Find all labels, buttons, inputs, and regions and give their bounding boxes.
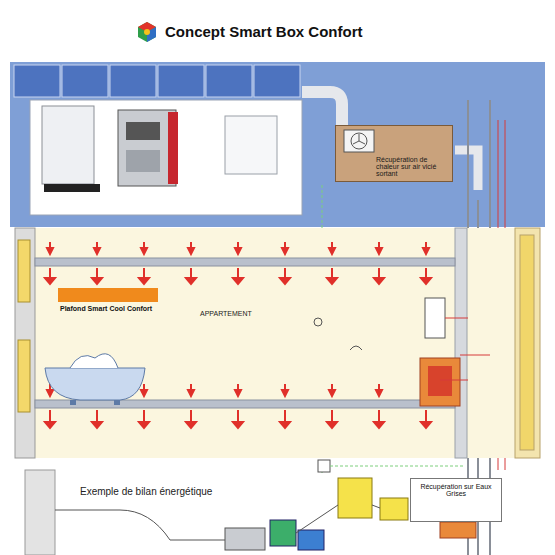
heat-arrow <box>327 268 337 284</box>
heat-arrow <box>92 268 102 284</box>
fan-icon <box>342 128 382 156</box>
node-text: Récupération sur Eaux Grises <box>415 483 497 497</box>
air-duct <box>302 92 342 128</box>
caption-label: Exemple de bilan énergétique <box>80 486 212 497</box>
heat-arrow <box>282 242 288 254</box>
apartment-floor <box>15 228 540 458</box>
ceiling-bars <box>35 258 455 408</box>
heat-arrow <box>94 242 100 254</box>
heat-arrow <box>376 384 382 396</box>
junction <box>318 460 330 472</box>
heat-arrow <box>376 242 382 254</box>
appliances <box>314 298 490 406</box>
heat-arrow <box>141 384 147 396</box>
solar-panels <box>14 65 300 97</box>
radiant-arrows <box>45 242 431 428</box>
heat-arrow <box>186 268 196 284</box>
heat-arrow <box>141 242 147 254</box>
equipment-panel <box>30 100 302 215</box>
heat-arrow <box>327 410 337 428</box>
heat-arrow <box>45 410 55 428</box>
heat-arrow <box>374 410 384 428</box>
air-duct <box>455 150 478 190</box>
heat-arrow <box>329 384 335 396</box>
bathtub <box>45 354 145 405</box>
heat-arrow <box>186 410 196 428</box>
heat-arrow <box>233 410 243 428</box>
node-text: Plafond Smart Cool Confort <box>60 305 156 312</box>
heat-arrow <box>235 384 241 396</box>
heat-arrow <box>329 242 335 254</box>
heat-arrow <box>45 268 55 284</box>
heat-arrow <box>139 410 149 428</box>
heat-arrow <box>421 268 431 284</box>
logo <box>138 22 156 42</box>
caption-label: APPARTEMENT <box>200 310 252 317</box>
heat-arrow <box>47 242 53 254</box>
heat-arrow <box>188 242 194 254</box>
heat-arrow <box>423 242 429 254</box>
heat-arrow <box>282 384 288 396</box>
walls <box>15 228 540 458</box>
energy-balance <box>25 470 476 555</box>
heat-arrow <box>139 268 149 284</box>
equipment <box>42 106 277 192</box>
heat-arrow <box>280 268 290 284</box>
heat-arrow <box>421 410 431 428</box>
heat-arrow <box>235 242 241 254</box>
heat-arrow <box>374 268 384 284</box>
heat-recovery-box: Récupération de chaleur sur air vicié so… <box>335 125 453 182</box>
greywater-box: Récupération sur Eaux Grises <box>410 478 502 522</box>
pipe <box>330 466 465 467</box>
ceiling-panel: Plafond Smart Cool Confort <box>58 288 158 312</box>
heat-arrow <box>92 410 102 428</box>
heat-arrow <box>280 410 290 428</box>
title: Concept Smart Box Confort <box>165 23 363 40</box>
heat-arrow <box>188 384 194 396</box>
roof-zone <box>10 62 545 227</box>
heat-arrow <box>233 268 243 284</box>
node-text: Récupération de chaleur sur air vicié so… <box>376 156 448 177</box>
